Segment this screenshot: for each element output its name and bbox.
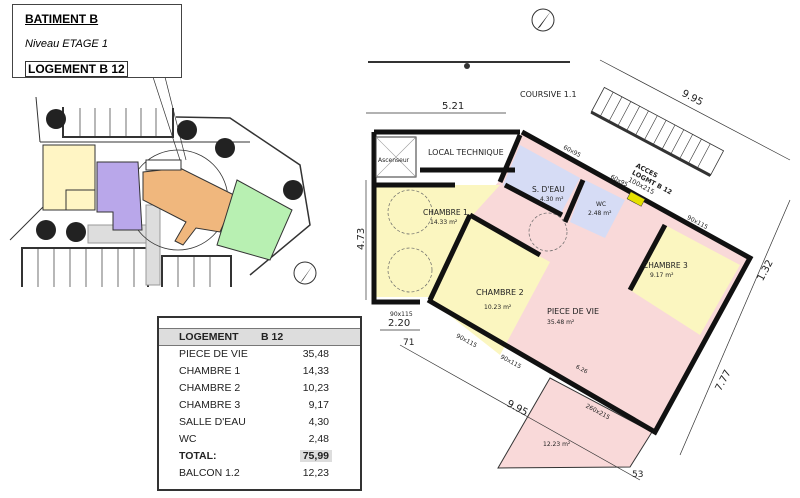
piece-de-vie-area: [428, 132, 750, 432]
dim-71: 71: [403, 338, 414, 348]
sdeau-area: 4.30 m²: [540, 196, 564, 203]
dim-220: 2.20: [388, 318, 410, 329]
table-row-total: TOTAL: 75,99: [159, 448, 360, 465]
site-plan: [9, 76, 311, 287]
row-value: 4,30: [308, 416, 329, 428]
row-value: 14,33: [302, 365, 329, 377]
row-label: CHAMBRE 3: [179, 399, 241, 411]
tree-icon: [177, 120, 197, 140]
tree-icon: [66, 222, 86, 242]
unit-label: LOGEMENT B 12: [25, 61, 128, 77]
row-value: 75,99: [299, 450, 332, 462]
row-value: 9,17: [308, 399, 329, 411]
chambre3-room: [630, 225, 740, 335]
dim-995-bottom: 9.95: [505, 398, 530, 418]
table-row: CHAMBRE 1 14,33: [159, 363, 360, 380]
row-value: 35,48: [302, 348, 329, 360]
chambre3-label: CHAMBRE 3: [643, 261, 688, 270]
dim-995-top: 9.95: [680, 88, 705, 108]
coursive-label: COURSIVE 1.1: [520, 90, 577, 99]
tree-icon: [46, 109, 66, 129]
chambre1-room: [436, 185, 500, 300]
dim-473: 4.73: [356, 228, 367, 250]
local-technique-label: LOCAL TECHNIQUE: [428, 148, 504, 157]
header-label: LOGEMENT: [179, 331, 239, 343]
level-label: Niveau ETAGE 1: [25, 38, 108, 50]
table-header: LOGEMENT B 12: [159, 328, 360, 346]
row-label: CHAMBRE 1: [179, 365, 241, 377]
balcony: [497, 377, 653, 469]
row-value: 2,48: [308, 433, 329, 445]
opening-4: 90x115: [390, 311, 413, 318]
table-row: CHAMBRE 2 10,23: [159, 380, 360, 397]
ascenseur-label: Ascenseur: [378, 157, 410, 164]
chambre1-area: 14.33 m²: [430, 219, 458, 226]
piece-de-vie-area: 35.48 m²: [547, 319, 575, 326]
wc-area: 2.48 m²: [588, 210, 612, 217]
dim-521: 5.21: [442, 101, 464, 112]
row-label: PIECE DE VIE: [179, 348, 248, 360]
dim-777: 7.77: [714, 368, 734, 393]
row-value: 10,23: [302, 382, 329, 394]
area-table: LOGEMENT B 12 PIECE DE VIE 35,48 CHAMBRE …: [157, 316, 362, 491]
building-label: BATIMENT B: [25, 12, 99, 26]
trees: [36, 109, 303, 242]
row-label: SALLE D'EAU: [179, 416, 246, 428]
wc-label: WC: [596, 201, 606, 208]
dim-132: 1.32: [756, 258, 776, 283]
balcony-area: 12.23 m²: [543, 441, 571, 448]
row-label: TOTAL:: [179, 450, 217, 462]
piece-de-vie-label: PIECE DE VIE: [547, 307, 599, 316]
sdeau-label: S. D'EAU: [532, 185, 565, 194]
row-label: BALCON 1.2: [179, 467, 240, 479]
header-value: B 12: [261, 331, 284, 343]
row-label: CHAMBRE 2: [179, 382, 241, 394]
dim-626: 6.26: [575, 364, 589, 375]
chambre2-area: 10.23 m²: [484, 304, 512, 311]
table-row: SALLE D'EAU 4,30: [159, 414, 360, 431]
table-row: WC 2,48: [159, 431, 360, 448]
wc-room: [570, 180, 625, 238]
row-label: WC: [179, 433, 197, 445]
table-row: CHAMBRE 3 9,17: [159, 397, 360, 414]
dim-53: 53: [632, 470, 643, 480]
tree-icon: [215, 138, 235, 158]
tree-icon: [283, 180, 303, 200]
chambre1-label: CHAMBRE 1: [423, 208, 468, 217]
north-arrow-icon: [293, 8, 555, 285]
chambre2-label: CHAMBRE 2: [476, 288, 524, 297]
table-row: PIECE DE VIE 35,48: [159, 346, 360, 363]
opening-6: 90x115: [499, 354, 522, 371]
chambre3-area: 9.17 m²: [650, 272, 674, 279]
row-value: 12,23: [302, 467, 329, 479]
floor-plan: [365, 59, 791, 481]
table-row: BALCON 1.2 12,23: [159, 465, 360, 482]
tree-icon: [36, 220, 56, 240]
sdeau-room: [503, 145, 580, 215]
title-box: BATIMENT B Niveau ETAGE 1 LOGEMENT B 12: [12, 4, 182, 78]
